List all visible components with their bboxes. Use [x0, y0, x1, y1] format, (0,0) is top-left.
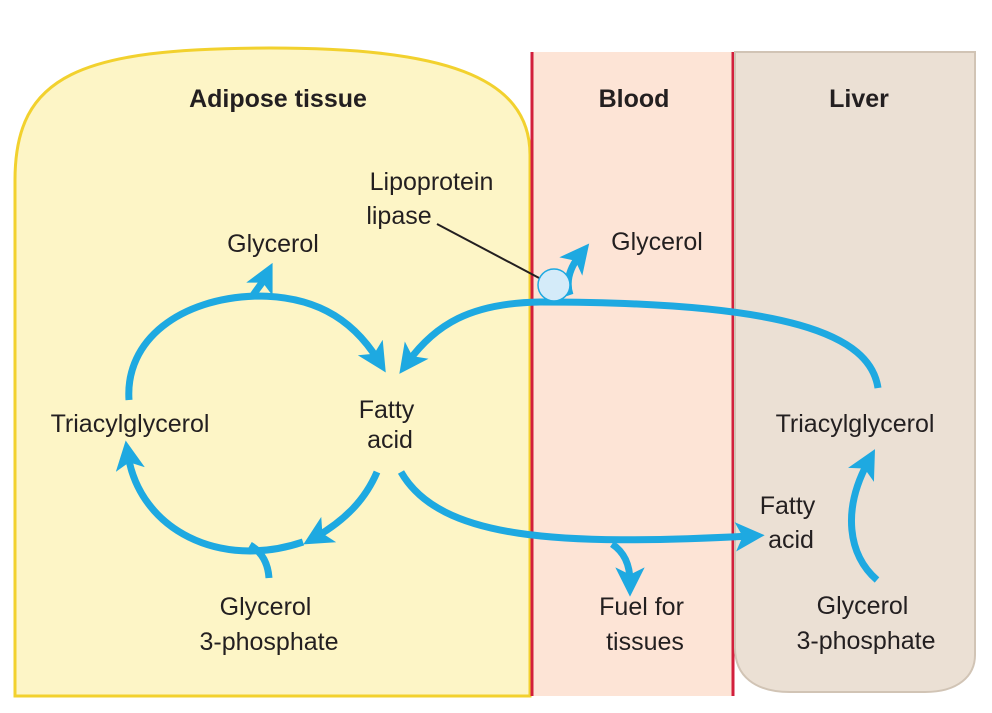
arrow-to-fuel-for-tissues	[609, 541, 645, 597]
arrow-liver-glycerol-3-phosphate-to-triacylglycerol	[848, 449, 880, 583]
lipoprotein-lipase-label: Lipoprotein lipase	[366, 168, 500, 230]
adipose-glycerol-3-phosphate-label: Glycerol 3-phosphate	[199, 593, 338, 656]
adipose-fatty-acid-label: Fatty acid	[359, 396, 422, 454]
liver-fatty-acid-label: Fatty acid	[760, 492, 823, 554]
glycerol-3-phosphate-input-stub	[248, 541, 273, 579]
liver-glycerol-3-phosphate-label: Glycerol 3-phosphate	[796, 592, 935, 655]
adipose-tissue-region	[13, 46, 532, 698]
blood-title: Blood	[599, 85, 670, 113]
liver-region	[734, 51, 976, 693]
arrow-fatty-acid-to-liver	[397, 470, 765, 552]
adipose-glycerol-label: Glycerol	[227, 230, 319, 258]
lipoprotein-lipase-circle-icon	[537, 268, 571, 302]
liver-title: Liver	[829, 85, 889, 113]
arrow-to-adipose-glycerol	[246, 262, 273, 299]
liver-triacylglycerol-label: Triacylglycerol	[776, 410, 935, 438]
blood-glycerol-label: Glycerol	[611, 228, 703, 256]
fuel-for-tissues-label: Fuel for tissues	[599, 593, 691, 656]
lipase-pointer-line	[436, 223, 542, 280]
adipose-tissue-title: Adipose tissue	[189, 85, 367, 113]
adipose-triacylglycerol-label: Triacylglycerol	[51, 410, 210, 438]
arrow-fatty-acid-to-glycerol-3-phosphate	[303, 470, 381, 545]
arrow-triacylglycerol-to-fatty-acid	[125, 292, 386, 401]
arrow-liver-triacylglycerol-to-adipose-fatty-acid	[399, 298, 882, 389]
arrow-glycerol-3-phosphate-to-triacylglycerol	[115, 440, 305, 555]
